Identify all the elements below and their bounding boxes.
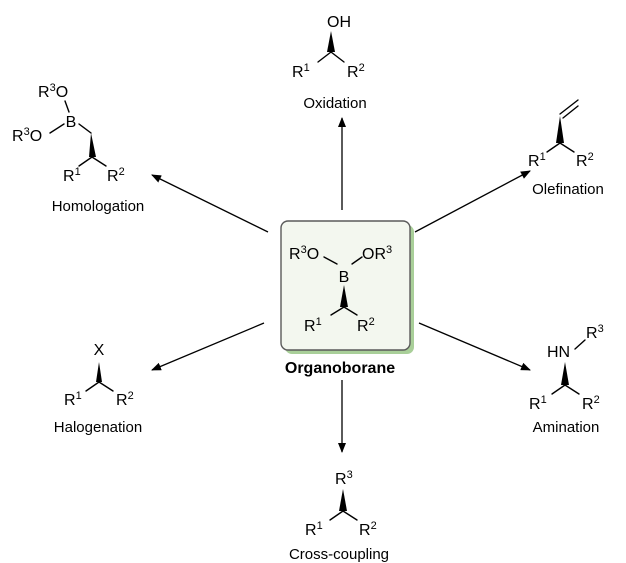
bond-c-r1 — [546, 142, 561, 153]
bond-b-ch2 — [78, 123, 92, 134]
caption-homologation: Homologation — [52, 198, 145, 215]
olefination-product: R1 R2 Olefination — [528, 99, 604, 198]
wedge-bond-c-n — [561, 362, 569, 385]
caption-organoborane: Organoborane — [285, 360, 395, 377]
bond-c-r1 — [329, 510, 344, 521]
bond-n-r3 — [574, 339, 586, 350]
wedge-bond-b-c — [340, 285, 348, 307]
wedge-bond-ch2-c — [89, 133, 96, 157]
atom-r1: R1 — [64, 390, 82, 409]
bond-c-r2 — [559, 142, 575, 153]
bond-vinyl-double-a — [559, 99, 579, 115]
atom-boron: B — [66, 114, 77, 131]
atom-r2: R2 — [357, 316, 375, 335]
arrow-homologation — [151, 174, 269, 233]
atom-r2: R2 — [359, 520, 377, 539]
bond-c-r1 — [317, 51, 332, 63]
atom-or3-right: OR3 — [362, 244, 392, 263]
caption-oxidation: Oxidation — [303, 95, 366, 112]
atom-r2: R2 — [107, 166, 125, 185]
atom-r1: R1 — [292, 62, 310, 81]
bond-c-r2 — [343, 306, 358, 316]
halogenation-product: X R1 R2 Halogenation — [54, 342, 142, 436]
homologation-product: R3O B R3O R1 R2 Homologation — [12, 82, 144, 215]
bond-c-r1 — [78, 156, 93, 167]
atom-r2: R2 — [582, 394, 600, 413]
atom-r1: R1 — [529, 394, 547, 413]
atom-oh: OH — [327, 14, 351, 31]
bond-o-b-left — [49, 123, 65, 134]
bond-c-r2 — [98, 381, 114, 392]
reaction-arrows — [151, 117, 531, 453]
cross-coupling-product: R3 R1 R2 Cross-coupling — [289, 469, 389, 563]
atom-halogen-x: X — [94, 342, 105, 359]
atom-r1: R1 — [304, 316, 322, 335]
bond-vinyl-double-b — [562, 105, 579, 119]
organoborane-structure: R3O OR3 B R1 R2 Organoborane — [280, 220, 414, 377]
atom-r1: R1 — [528, 151, 546, 170]
atom-r2: R2 — [347, 62, 365, 81]
atom-r3: R3 — [586, 323, 604, 342]
atom-r3o-left: R3O — [12, 126, 42, 145]
bond-c-r2 — [564, 384, 580, 395]
wedge-bond-c-vinyl — [556, 116, 564, 143]
bond-o-b-left — [323, 256, 338, 265]
arrow-olefination — [414, 170, 531, 233]
atom-r3o-left: R3O — [289, 244, 319, 263]
atom-r2: R2 — [116, 390, 134, 409]
bond-o-b-top — [64, 100, 70, 113]
bond-c-r2 — [342, 510, 358, 521]
arrow-amination — [418, 322, 531, 371]
arrow-halogenation — [151, 322, 265, 371]
caption-olefination: Olefination — [532, 181, 604, 198]
amination-product: HN R3 R1 R2 Amination — [529, 323, 604, 436]
bond-c-r2 — [91, 156, 107, 167]
wedge-bond-c-oh — [327, 31, 335, 52]
bond-c-r1 — [330, 306, 345, 316]
center-box — [280, 220, 411, 351]
atom-hn: HN — [547, 344, 570, 361]
bond-b-o-right — [351, 256, 363, 265]
atom-r3o-top: R3O — [38, 82, 68, 101]
atom-r1: R1 — [63, 166, 81, 185]
wedge-bond-c-r3 — [339, 489, 347, 511]
caption-cross-coupling: Cross-coupling — [289, 546, 389, 563]
bond-c-r1 — [85, 381, 100, 392]
atom-r1: R1 — [305, 520, 323, 539]
atom-r2: R2 — [576, 151, 594, 170]
caption-amination: Amination — [533, 419, 600, 436]
oxidation-product: OH R1 R2 Oxidation — [292, 14, 367, 112]
atom-r3: R3 — [335, 469, 353, 488]
bond-c-r1 — [551, 384, 566, 395]
caption-halogenation: Halogenation — [54, 419, 142, 436]
atom-boron: B — [339, 269, 350, 286]
bond-c-r2 — [330, 51, 345, 63]
wedge-bond-c-x — [96, 362, 102, 382]
